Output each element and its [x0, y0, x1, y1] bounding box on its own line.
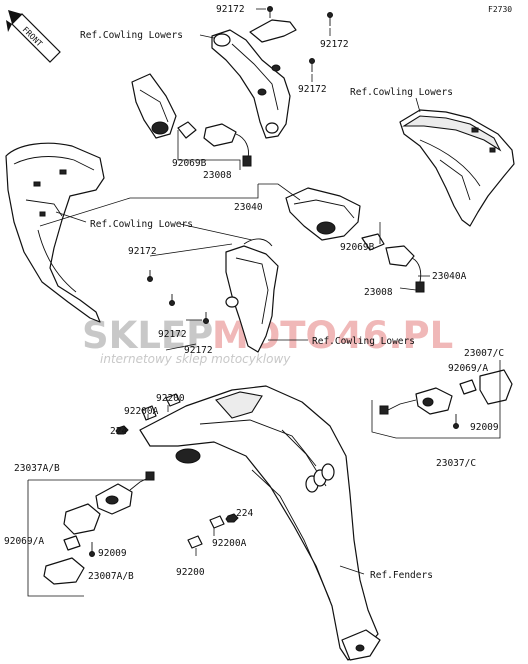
watermark-brand-left: SKLEP [82, 314, 213, 357]
bracket-mid [225, 238, 279, 353]
fender-rear [139, 385, 381, 661]
label-rubber-top-a: 92200A [124, 406, 159, 417]
label-nut-left: 224 [110, 426, 127, 437]
label-nut-right: 224 [236, 508, 253, 519]
label-bulb-upper: 23008 [203, 170, 232, 181]
label-bolt-top-right: 92172 [320, 39, 349, 50]
turn-signal-rear-rh [379, 387, 453, 415]
label-bolt-mid-left: 92172 [128, 246, 157, 257]
bulb-socket-mid [385, 245, 425, 293]
bracket-upper [211, 19, 297, 139]
lens-rh [479, 369, 513, 405]
label-ref-fenders: Ref.Fenders [370, 570, 433, 581]
screw-icon [89, 542, 95, 557]
label-screw-rh: 92009 [470, 422, 499, 433]
label-lens-lh: 23007A/B [88, 571, 134, 582]
label-rubber-top: 92200 [156, 393, 185, 404]
label-lens-rh: 23007/C [464, 348, 504, 359]
part-labels: 92172 Ref.Cowling Lowers 92172 92172 Ref… [4, 4, 504, 582]
bulb-rh [459, 379, 477, 395]
label-assy-lh: 23037A/B [14, 463, 60, 474]
bolt-icon [147, 270, 209, 324]
label-ref-cowling-lowers: Ref.Cowling Lowers [350, 87, 453, 98]
screw-icon [453, 414, 459, 429]
label-bulb-lh: 92069/A [4, 536, 44, 547]
rubber-pad [141, 393, 225, 549]
label-bolt-lower-2: 92172 [184, 345, 213, 356]
label-bulb-rh: 92069/A [448, 363, 488, 374]
front-arrow-icon: FRONT [6, 10, 61, 63]
bulb-mid [361, 233, 385, 251]
label-assy-upper: 23040 [234, 202, 263, 213]
label-bolt-top-left: 92172 [216, 4, 245, 15]
label-socket-mid: 92069B [340, 242, 375, 253]
label-ref-cowling-lowers: Ref.Cowling Lowers [80, 30, 183, 41]
leader-lines [39, 8, 430, 575]
cowling-lower-left [5, 142, 105, 323]
nut-icon [115, 425, 239, 523]
diagram-code: F2730 [488, 5, 512, 14]
label-rubber-bottom: 92200 [176, 567, 205, 578]
bulb-socket-upper [203, 123, 252, 167]
label-socket-upper: 92069B [172, 158, 207, 169]
label-bulb-mid: 23008 [364, 287, 393, 298]
label-ref-cowling-lowers: Ref.Cowling Lowers [90, 219, 193, 230]
turn-signal-front-upper [131, 73, 197, 139]
label-assy-rh: 23037/C [436, 458, 476, 469]
label-bolt-lower-1: 92172 [158, 329, 187, 340]
watermark-tagline: internetowy sklep motocyklowy [100, 352, 291, 366]
bulb-lh [63, 535, 81, 551]
label-ref-cowling-lowers: Ref.Cowling Lowers [312, 336, 415, 347]
label-bolt-upper-mid: 92172 [298, 84, 327, 95]
cowling-lower-right [399, 109, 515, 227]
label-rubber-bottom-a: 92200A [212, 538, 247, 549]
turn-signal-rear-lh [95, 471, 155, 515]
label-assy-mid: 23040A [432, 271, 467, 282]
label-screw-lh: 92009 [98, 548, 127, 559]
bolt-icon [267, 6, 333, 72]
lens-lh [43, 503, 101, 585]
turn-signal-front-mid [285, 187, 361, 241]
